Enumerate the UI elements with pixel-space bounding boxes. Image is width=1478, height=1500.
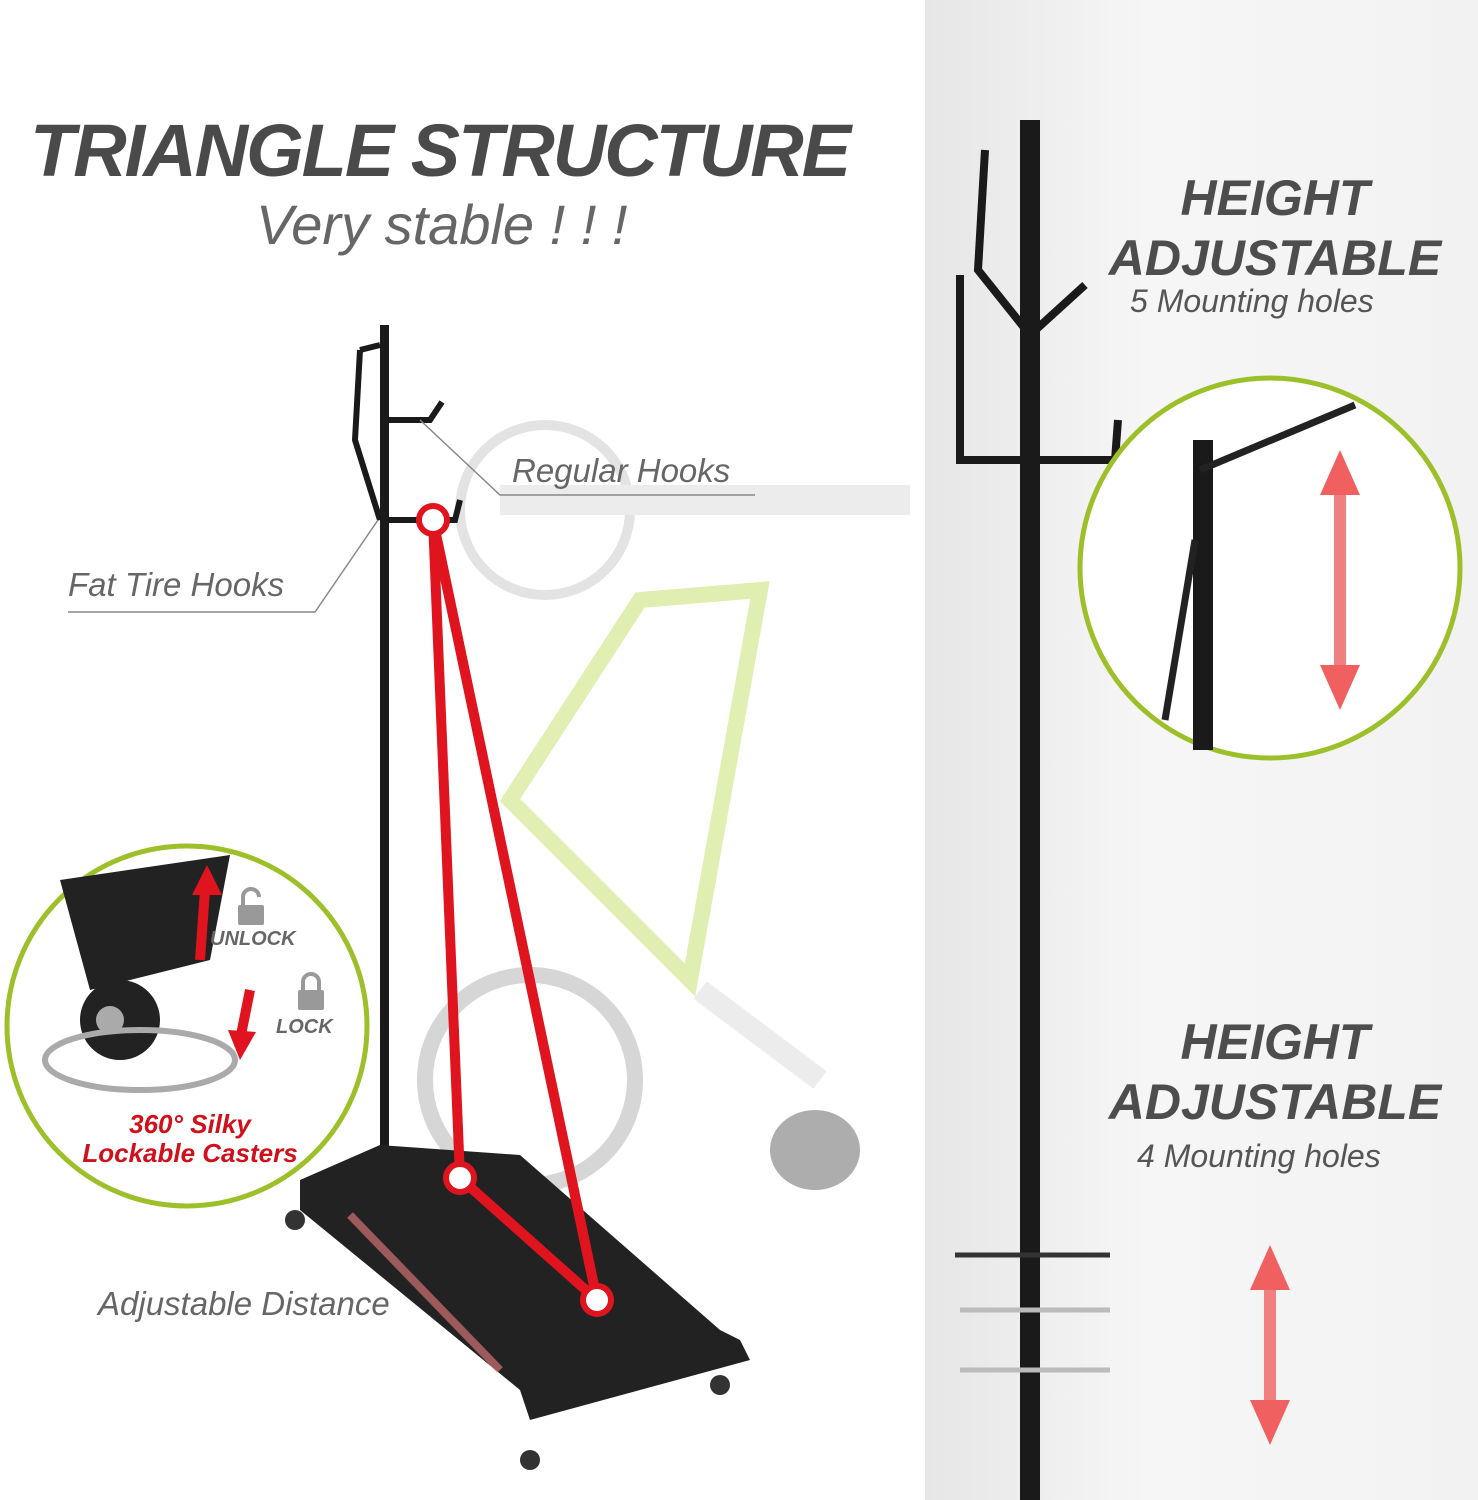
stand-frame [285,325,750,1470]
casters-caption: 360° Silky Lockable Casters [60,1110,320,1168]
bottom-heading-line-1: HEIGHT [1180,1014,1370,1070]
unlock-label: UNLOCK [210,928,296,950]
height-adjustable-top: HEIGHT ADJUSTABLE [1100,168,1450,288]
fat-tire-hooks-label: Fat Tire Hooks [68,566,285,603]
top-heading-line-2: ADJUSTABLE [1108,230,1442,286]
casters-line-1: 360° Silky [129,1109,251,1139]
lock-icon [298,990,324,1010]
height-adjustable-bottom: HEIGHT ADJUSTABLE [1100,1012,1450,1132]
right-pole-illustration [955,120,1463,1500]
regular-hooks-label: Regular Hooks [512,452,731,489]
top-heading-line-1: HEIGHT [1180,170,1370,226]
triangle-structure-highlight [428,518,606,1314]
adjustable-distance-label: Adjustable Distance [98,1285,390,1322]
page-title: TRIANGLE STRUCTURE [30,109,851,192]
bottom-mounting-holes: 4 Mounting holes [1137,1138,1381,1174]
lock-label: LOCK [276,1016,333,1038]
unlock-icon [238,905,264,925]
hole-detail-circle [1077,375,1463,761]
bottom-heading-line-2: ADJUSTABLE [1108,1074,1442,1130]
casters-line-2: Lockable Casters [82,1138,298,1168]
top-mounting-holes: 5 Mounting holes [1130,283,1374,319]
page-subtitle: Very stable ! ! ! [256,193,628,256]
